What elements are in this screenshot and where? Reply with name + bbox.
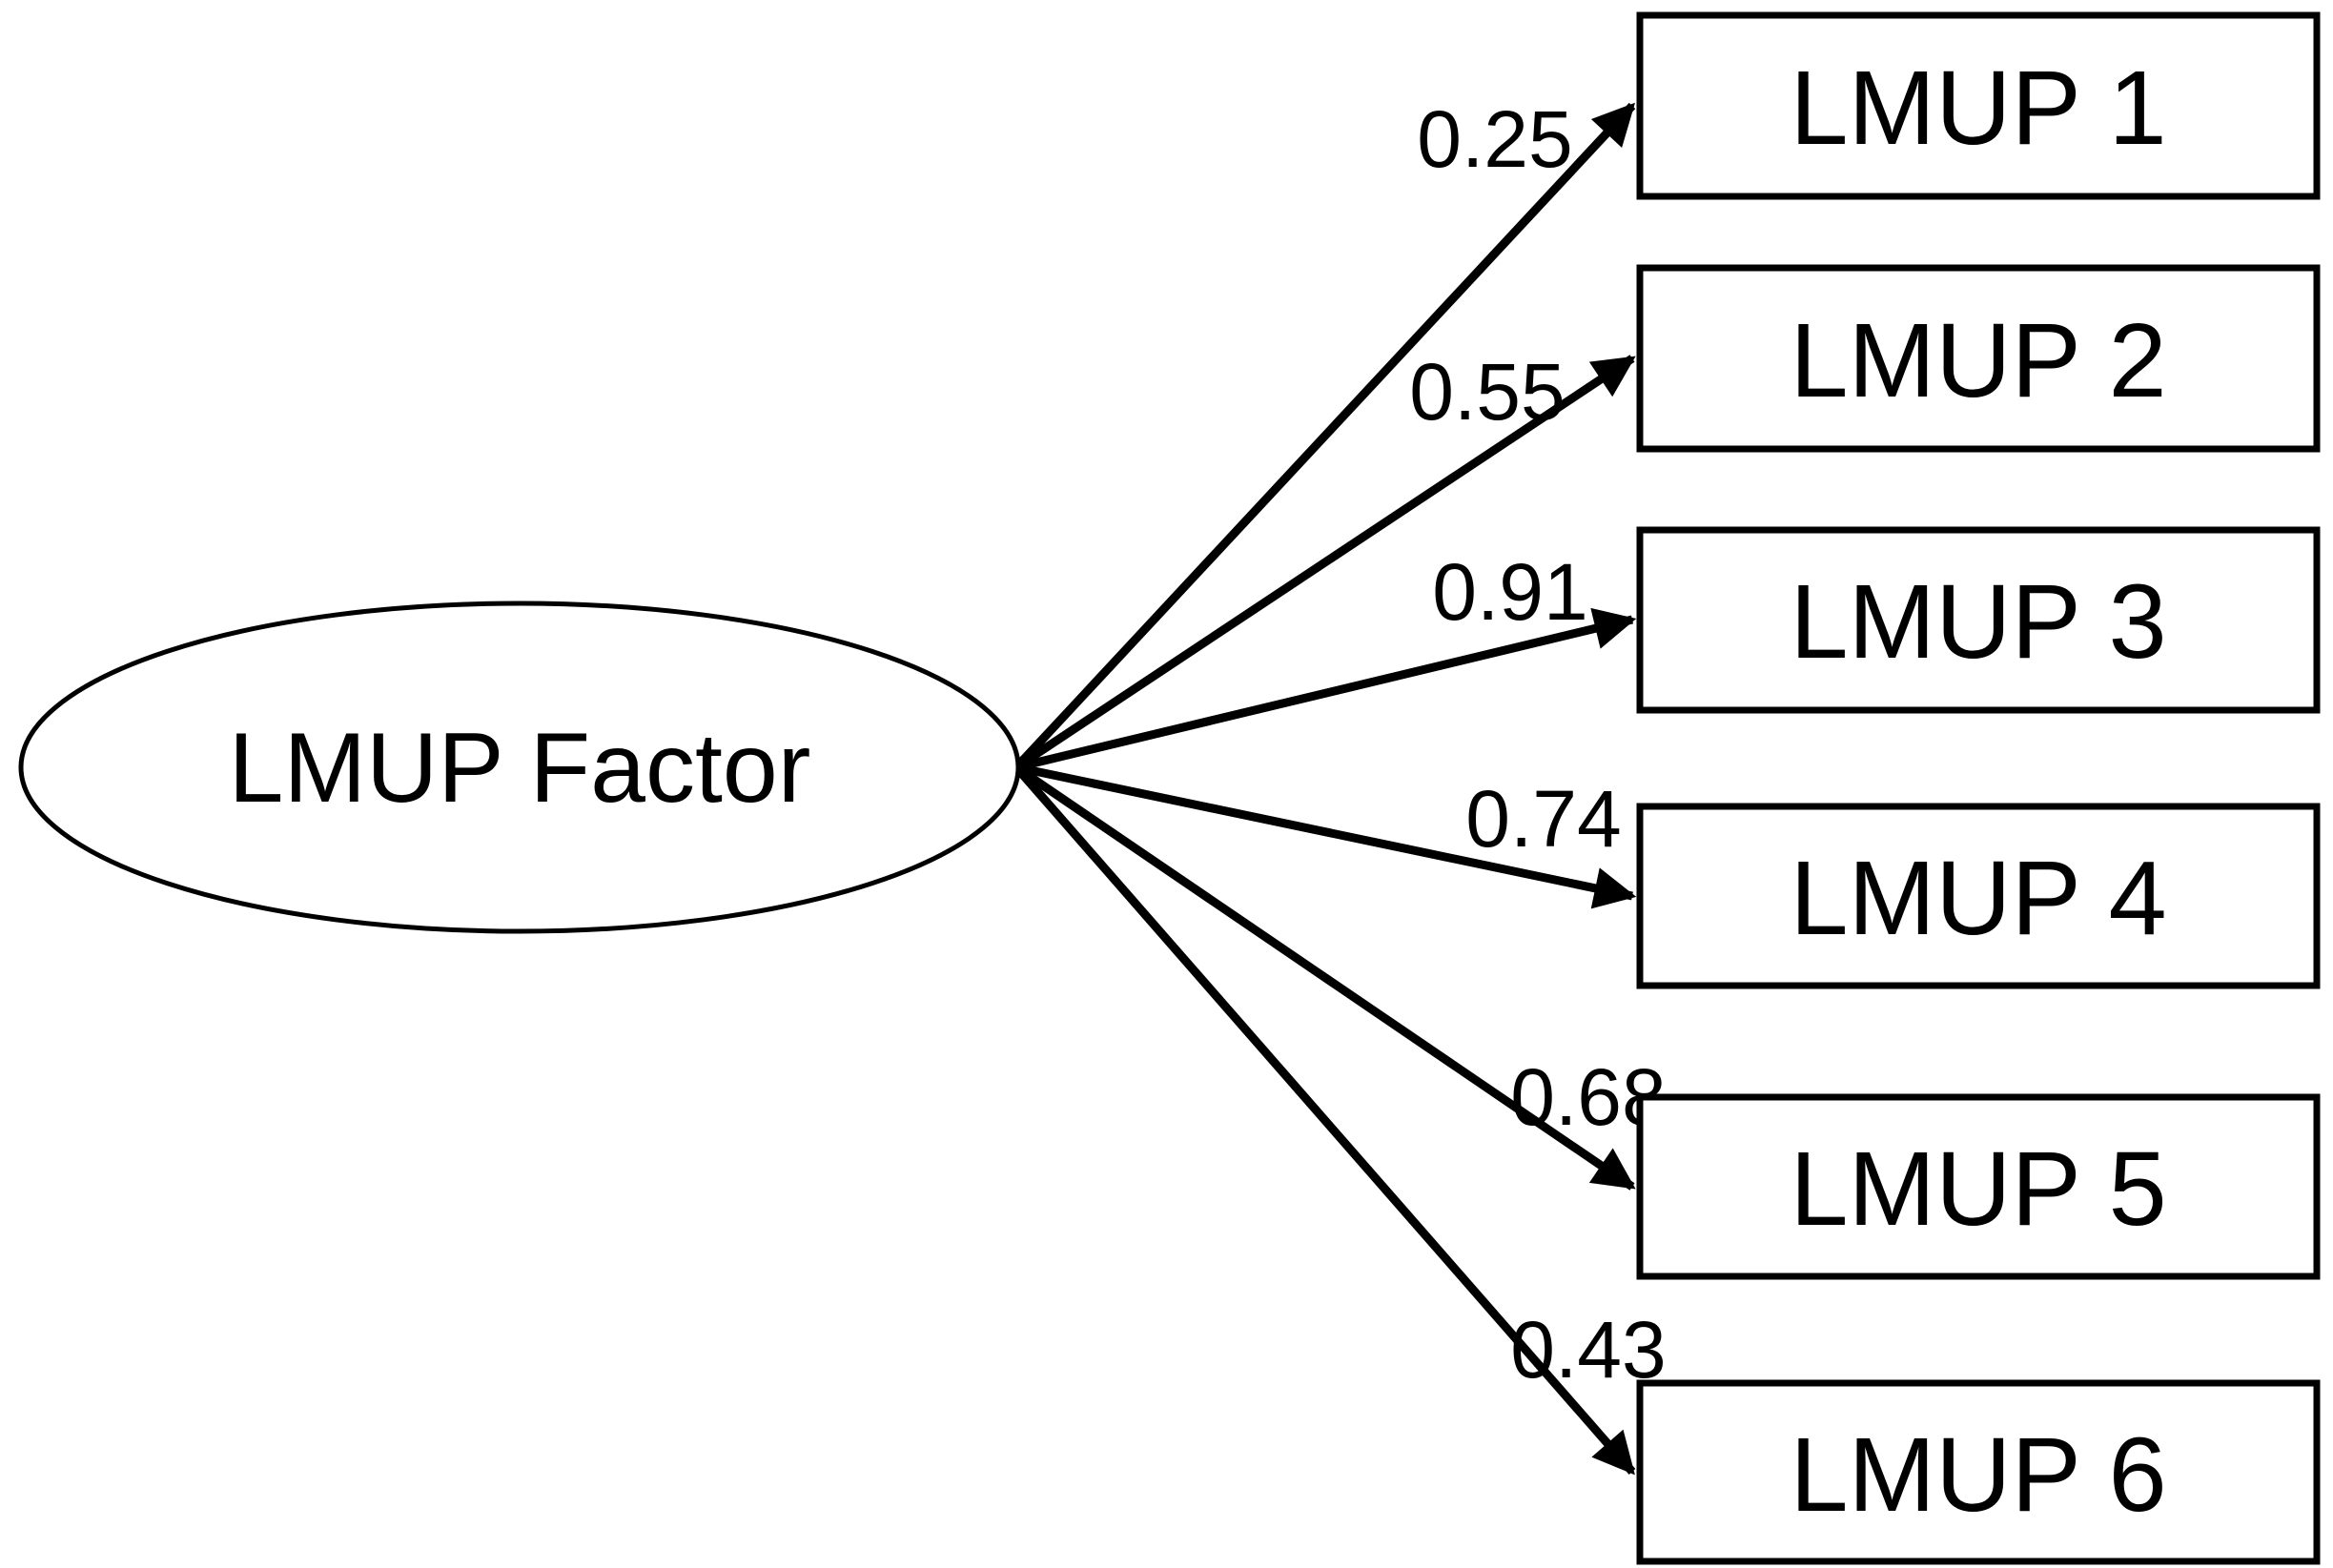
factor-node: LMUP Factor — [18, 601, 1021, 934]
loading-labels: 0.25 0.55 0.91 0.74 0.68 0.43 — [1409, 94, 1667, 1395]
loading-label-lmup4: 0.74 — [1465, 774, 1622, 864]
loading-label-lmup3: 0.91 — [1432, 547, 1588, 637]
indicator-node-lmup1: LMUP 1 — [1636, 11, 2321, 200]
loading-paths — [1013, 102, 1637, 1476]
path-arrow-lmup4 — [1015, 763, 1637, 909]
indicator-box — [1636, 11, 2321, 200]
indicator-label: LMUP 2 — [1790, 302, 2166, 419]
path-arrow-lmup5 — [1013, 764, 1636, 1191]
path-arrow-lmup3 — [1014, 607, 1637, 772]
loading-label-lmup6: 0.43 — [1510, 1305, 1667, 1395]
path-arrow-lmup1 — [1013, 102, 1636, 771]
indicator-box — [1636, 803, 2321, 989]
indicator-label: LMUP 4 — [1790, 840, 2166, 957]
indicator-box — [1636, 526, 2321, 714]
indicator-label: LMUP 3 — [1790, 563, 2166, 681]
indicator-node-lmup6: LMUP 6 — [1636, 1379, 2321, 1565]
indicator-node-lmup3: LMUP 3 — [1636, 526, 2321, 714]
indicator-node-lmup4: LMUP 4 — [1636, 803, 2321, 989]
loading-label-lmup2: 0.55 — [1409, 347, 1566, 437]
path-arrow-lmup6 — [1013, 764, 1636, 1476]
loading-label-lmup1: 0.25 — [1417, 94, 1573, 184]
indicator-box — [1636, 264, 2321, 453]
factor-ellipse — [18, 601, 1021, 934]
indicator-label: LMUP 1 — [1790, 50, 2166, 167]
indicator-nodes: LMUP 1 LMUP 2 LMUP 3 LMUP 4 LMUP 5 LMUP … — [1636, 11, 2321, 1565]
indicator-node-lmup2: LMUP 2 — [1636, 264, 2321, 453]
indicator-label: LMUP 5 — [1790, 1130, 2166, 1248]
factor-label: LMUP Factor — [229, 713, 811, 824]
indicator-label: LMUP 6 — [1790, 1416, 2166, 1534]
path-arrow-lmup2 — [1013, 355, 1636, 771]
indicator-box — [1636, 1093, 2321, 1280]
indicator-box — [1636, 1379, 2321, 1565]
indicator-node-lmup5: LMUP 5 — [1636, 1093, 2321, 1280]
